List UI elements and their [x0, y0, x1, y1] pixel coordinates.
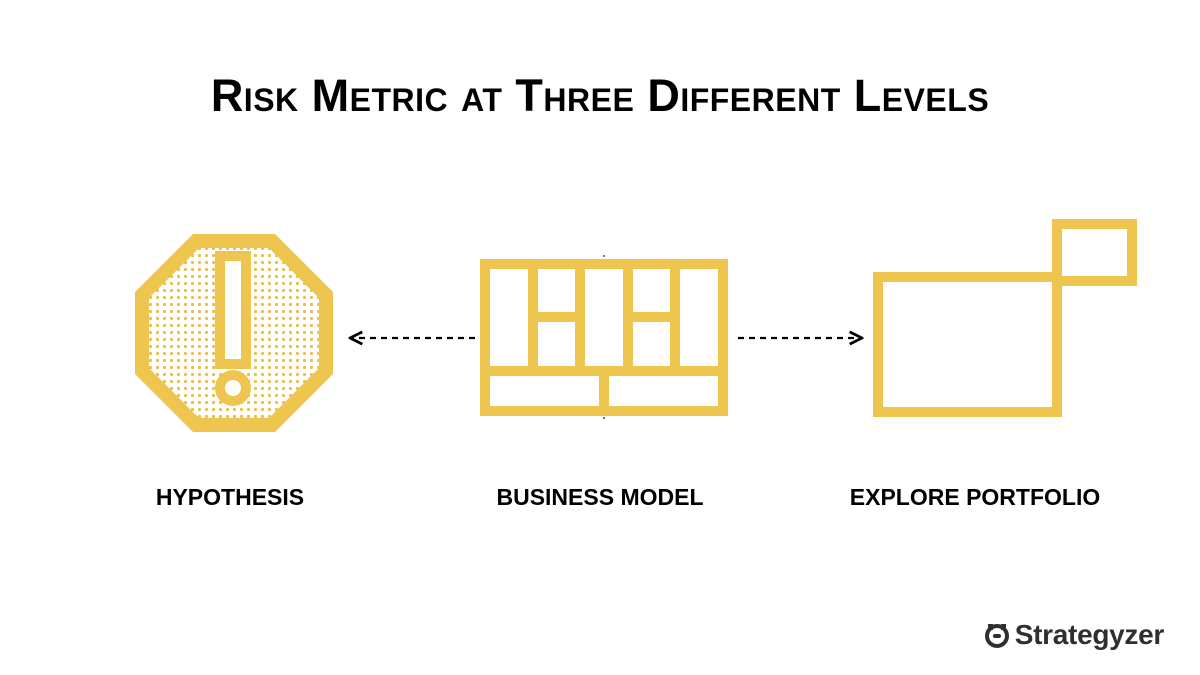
brand-logo: Strategyzer [983, 619, 1164, 651]
brand-name: Strategyzer [1014, 619, 1165, 650]
strategyzer-logo-icon [984, 624, 1009, 648]
warning-octagon-icon [135, 234, 333, 432]
page-title: Risk Metric at Three Different Levels [210, 70, 990, 121]
hypothesis-label: HYPOTHESIS [155, 484, 305, 510]
portfolio-map-icon [873, 219, 1137, 417]
explore-portfolio-label: EXPLORE PORTFOLIO [849, 484, 1101, 510]
canvas-tick-marks [603, 255, 605, 419]
business-model-label: BUSINESS MODEL [496, 484, 704, 510]
business-model-canvas-icon [480, 259, 728, 416]
